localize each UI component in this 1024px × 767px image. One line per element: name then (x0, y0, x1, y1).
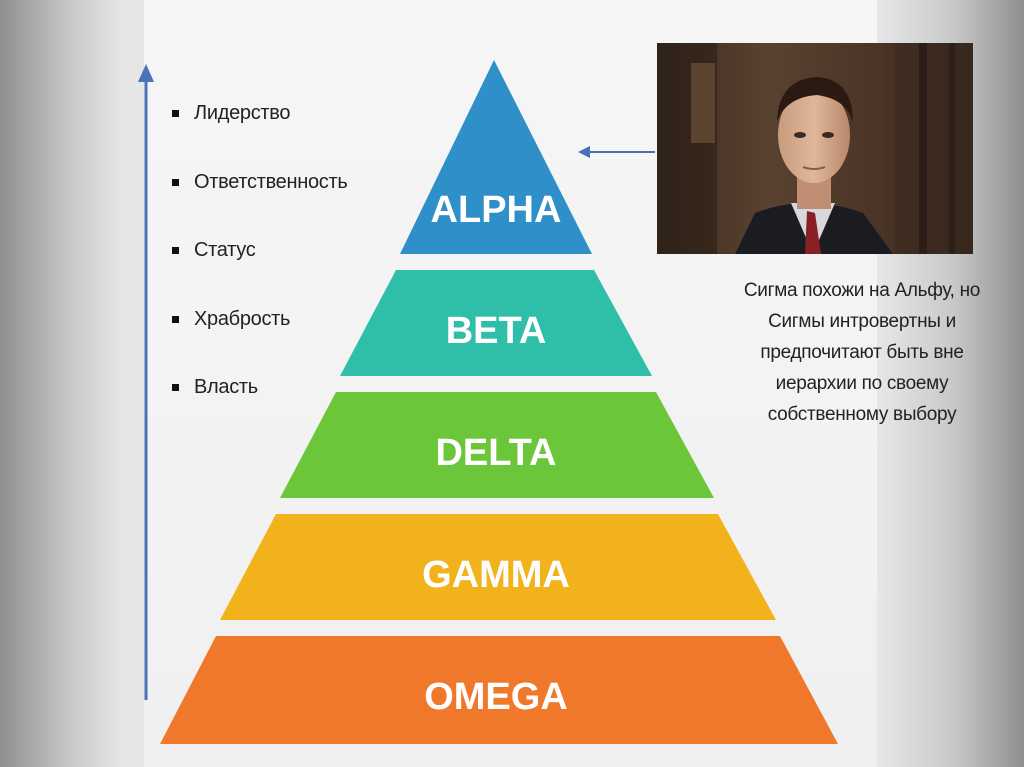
bullet-icon (172, 178, 179, 186)
tier-alpha-label: ALPHA (431, 189, 562, 231)
bullet-icon (172, 110, 179, 117)
tier-beta-label: BETA (446, 310, 547, 352)
trait-label: Статус (194, 239, 256, 261)
sigma-caption: Сигма похожи на Альфу, но Сигмы интровер… (743, 280, 981, 425)
trait-label: Власть (194, 376, 258, 398)
tier-omega-shape (160, 636, 838, 744)
tier-delta-label: DELTA (435, 432, 556, 474)
trait-item: Храбрость (172, 302, 348, 371)
bullet-icon (172, 315, 179, 323)
trait-label: Храбрость (194, 307, 291, 330)
tier-delta-shape (280, 392, 714, 498)
bullet-icon (172, 247, 179, 254)
portrait-illustration (657, 43, 973, 254)
tier-gamma-label: GAMMA (422, 554, 570, 596)
tier-alpha-shape (400, 60, 592, 254)
tier-omega-label: OMEGA (424, 676, 568, 718)
trait-item: Лидерство (172, 96, 348, 165)
trait-label: Ответственность (194, 170, 348, 193)
trait-label: Лидерство (194, 102, 291, 124)
tier-beta-shape (340, 270, 652, 376)
trait-item: Ответственность (172, 165, 348, 234)
tier-gamma-shape (220, 514, 776, 620)
portrait-photo (657, 43, 973, 254)
trait-item: Статус (172, 233, 348, 302)
bullet-icon (172, 384, 179, 391)
trait-item: Власть (172, 370, 348, 439)
pointer-arrow-head (578, 146, 590, 158)
traits-list: Лидерство Ответственность Статус Храброс… (172, 96, 348, 439)
